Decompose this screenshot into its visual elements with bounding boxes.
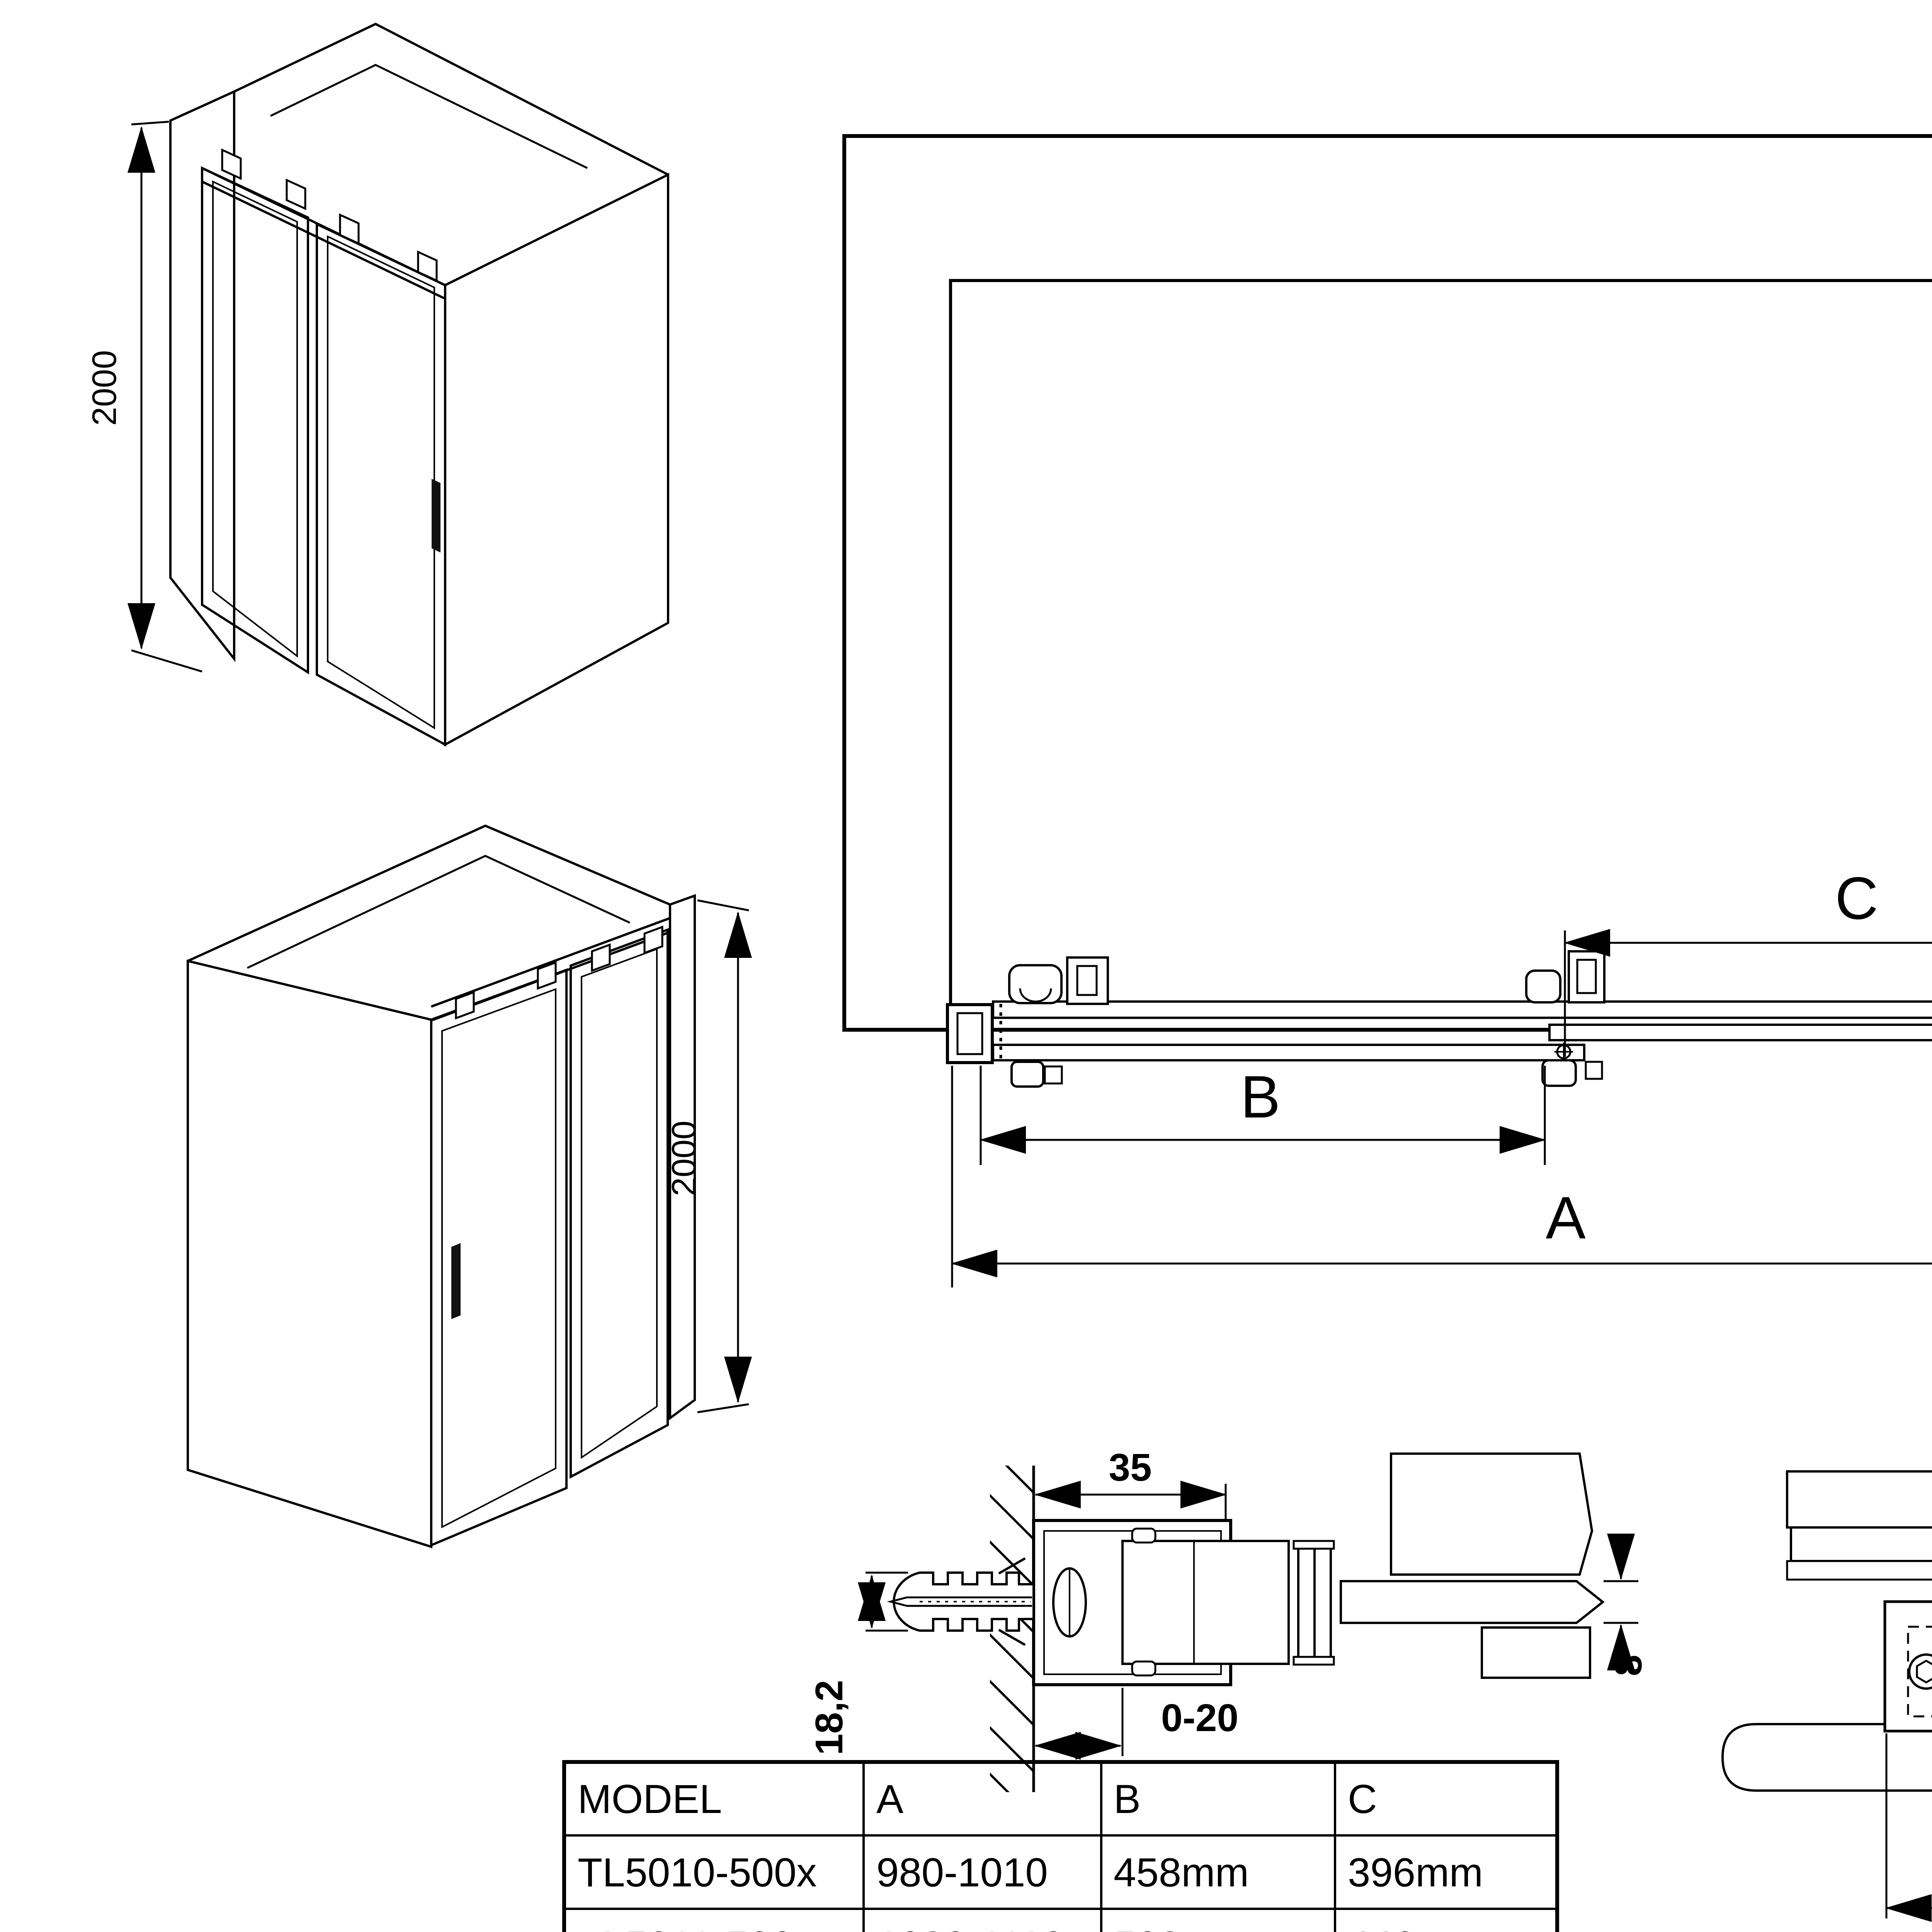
detail-dimension-0-20: 0-20 <box>1034 1688 1238 1760</box>
iso2-glass-panel-left <box>430 968 568 1547</box>
corner-profile-detail: 16 19,5 <box>1721 1470 1932 1922</box>
iso1-inner-rim <box>270 64 588 169</box>
plan-sliding-glass <box>992 1044 1585 1061</box>
iso2-door-handle <box>451 1243 461 1319</box>
iso2-glass-left-frame <box>441 988 556 1529</box>
plan-dimension-c: C <box>1564 865 1932 1057</box>
iso2-left-wall <box>187 959 432 1549</box>
cell-b: 458mm <box>1114 1850 1249 1895</box>
plan-outer-wall <box>842 134 1932 1032</box>
iso2-roller-hangers <box>455 925 663 1020</box>
plan-fixed-glass <box>1548 1024 1932 1041</box>
table-header-row: MODEL A B C <box>578 1777 1377 1822</box>
iso1-height-label: 2000 <box>85 350 123 426</box>
iso1-height-dimension: 2000 <box>85 121 202 673</box>
iso2-glass-panel-right <box>570 928 669 1479</box>
table-header-c: C <box>1348 1777 1377 1822</box>
detail-dimension-45: 45 <box>1885 1733 1932 1922</box>
dim-35-label: 35 <box>1109 1446 1151 1489</box>
iso2-right-wall <box>669 894 696 1420</box>
adjustment-profile <box>1121 1540 1290 1665</box>
wall-bracket <box>1883 1600 1932 1733</box>
plan-dimension-a: A <box>951 1066 1932 1287</box>
detail-dimension-18-2: 18,2 <box>808 1571 908 1755</box>
wall-profile-detail: 35 8 0-20 <box>808 1446 1650 1792</box>
iso1-top-rail <box>201 167 446 300</box>
iso1-glass-right-frame <box>327 235 435 730</box>
table-border <box>562 1760 1559 1932</box>
cell-a: 1080-1110 <box>876 1923 1065 1932</box>
iso2-height-label: 2000 <box>665 1121 703 1196</box>
plan-dim-c-label: C <box>1835 865 1878 932</box>
iso2-top-edges <box>187 824 671 962</box>
upper-profile-block <box>1390 1452 1594 1576</box>
detail-glass-panel <box>1340 1580 1605 1624</box>
table-row: TL5011-500x 1080-1110 508mm 446mm <box>578 1923 1483 1932</box>
plan-track-rail <box>992 1000 1932 1019</box>
size-table: MODEL A B C TL5010-500x 980-1010 458mm 3… <box>562 1760 1559 1932</box>
detail-dimension-35: 35 <box>1034 1446 1227 1520</box>
iso2-height-dimension: 2000 <box>665 899 752 1413</box>
iso1-glass-left-frame <box>212 180 298 658</box>
iso2-glass-right-frame <box>581 948 658 1459</box>
plan-view: C B A <box>842 134 1932 1287</box>
cell-b: 508mm <box>1114 1923 1249 1932</box>
iso1-door-handle <box>432 479 440 553</box>
iso2-inner-rim <box>247 855 631 969</box>
glass-holder-lip <box>1786 1560 1932 1581</box>
isometric-view-front: 2000 <box>85 22 669 747</box>
iso1-glass-panel-left <box>201 166 309 675</box>
glass-holder-profile <box>1786 1470 1932 1529</box>
plan-dimension-b: B <box>980 1063 1546 1165</box>
cell-model: TL5011-500x <box>578 1923 814 1932</box>
iso1-glass-panel-right <box>316 222 446 747</box>
table-header-model: MODEL <box>578 1777 722 1822</box>
hex-screw-icon <box>1908 1653 1932 1690</box>
table-header-a: A <box>876 1777 903 1822</box>
lower-profile-block <box>1481 1626 1591 1679</box>
dim-0-20-label: 0-20 <box>1161 1696 1238 1740</box>
seal-fins <box>1293 1540 1335 1666</box>
cell-a: 980-1010 <box>876 1850 1048 1895</box>
table-row: TL5010-500x 980-1010 458mm 396mm <box>578 1850 1483 1895</box>
cell-model: TL5010-500x <box>578 1850 817 1895</box>
iso1-right-wall <box>444 173 669 747</box>
iso1-roller-hangers <box>221 148 438 282</box>
lower-guide-profile <box>1721 1723 1932 1792</box>
dim-18-2-label: 18,2 <box>808 1680 851 1755</box>
plan-left-roller-cluster <box>1008 956 1109 1088</box>
plan-dim-a-label: A <box>1546 1184 1586 1251</box>
detail-dimension-8: 8 <box>1604 1534 1650 1676</box>
plan-left-wall-profile-inner <box>956 1012 983 1055</box>
plan-inner-niche <box>949 279 1932 1043</box>
corner-glass-panel <box>1790 1526 1932 1562</box>
table-grid <box>564 1762 1557 1932</box>
cell-c: 446mm <box>1348 1923 1483 1932</box>
plan-left-wall-profile <box>946 1003 994 1064</box>
isometric-view-back: 2000 <box>187 824 752 1549</box>
dim-8-label: 8 <box>1607 1655 1650 1676</box>
plan-dim-b-label: B <box>1240 1063 1280 1130</box>
iso1-top-edges <box>233 22 669 176</box>
cell-c: 396mm <box>1348 1850 1483 1895</box>
table-header-b: B <box>1114 1777 1141 1822</box>
plan-center-roller-cluster <box>1525 950 1605 1087</box>
